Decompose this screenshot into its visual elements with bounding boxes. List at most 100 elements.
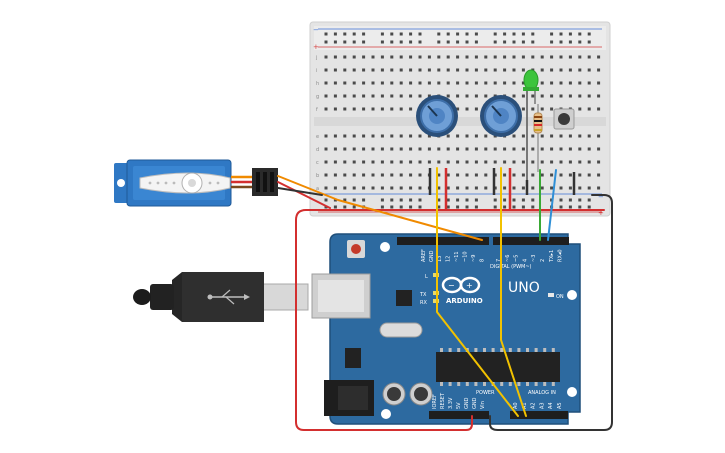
- digital-pin-label: 12: [446, 256, 452, 262]
- breadboard-hole: [456, 186, 460, 190]
- breadboard-hole: [568, 55, 572, 59]
- rail-hole: [587, 40, 591, 44]
- breadboard-hole: [521, 134, 525, 138]
- power-header-label: POWER: [476, 390, 495, 396]
- breadboard-hole: [465, 173, 469, 177]
- breadboard-hole: [390, 107, 394, 111]
- digital-pin-label: ~5: [514, 255, 520, 262]
- breadboard-hole: [484, 68, 488, 72]
- top-rail-minus-label: −: [313, 26, 319, 34]
- breadboard-hole: [371, 55, 375, 59]
- breadboard-hole: [456, 147, 460, 151]
- breadboard-hole: [343, 55, 347, 59]
- breadboard-hole: [493, 147, 497, 151]
- breadboard-hole: [503, 160, 507, 164]
- rail-hole: [465, 205, 469, 209]
- chip-leg: [534, 382, 538, 386]
- chip-leg: [474, 348, 478, 352]
- breadboard-hole: [418, 81, 422, 85]
- aref-label: AREF: [421, 249, 427, 262]
- breadboard-hole: [362, 68, 366, 72]
- breadboard-hole: [521, 68, 525, 72]
- breadboard-hole: [587, 107, 591, 111]
- rail-hole: [324, 32, 328, 36]
- rail-hole: [333, 32, 337, 36]
- potentiometer-1: [416, 95, 458, 137]
- breadboard-hole: [587, 160, 591, 164]
- digital-pin-label: 8: [480, 259, 486, 262]
- breadboard-hole: [343, 94, 347, 98]
- chip-leg: [551, 348, 555, 352]
- breadboard-hole: [503, 68, 507, 72]
- breadboard-hole: [484, 173, 488, 177]
- breadboard-hole: [333, 55, 337, 59]
- arduino-model-label: UNO: [508, 280, 540, 296]
- arduino-brand-label: ARDUINO: [446, 297, 483, 305]
- breadboard-hole: [540, 134, 544, 138]
- chip-leg: [457, 382, 461, 386]
- breadboard-hole: [540, 147, 544, 151]
- breadboard-hole: [465, 55, 469, 59]
- breadboard-hole: [390, 94, 394, 98]
- rail-hole: [503, 205, 507, 209]
- breadboard-hole: [540, 94, 544, 98]
- rail-hole: [409, 40, 413, 44]
- rail-hole: [399, 205, 403, 209]
- breadboard-hole: [512, 147, 516, 151]
- analog-pin-label: A4: [548, 402, 554, 409]
- breadboard-hole: [597, 107, 601, 111]
- rail-hole: [578, 40, 582, 44]
- rail-hole: [380, 198, 384, 202]
- breadboard-hole: [474, 160, 478, 164]
- rail-hole: [559, 205, 563, 209]
- breadboard-hole: [503, 173, 507, 177]
- top-rail-holes: [324, 32, 591, 44]
- breadboard-hole: [521, 107, 525, 111]
- on-label: ON: [556, 294, 564, 300]
- breadboard-hole: [568, 147, 572, 151]
- chip-leg: [500, 348, 504, 352]
- breadboard-hole: [399, 94, 403, 98]
- breadboard-hole: [597, 173, 601, 177]
- rail-hole: [418, 32, 422, 36]
- breadboard-hole: [465, 107, 469, 111]
- analog-pin-label: A1: [522, 402, 528, 409]
- breadboard-hole: [352, 107, 356, 111]
- rail-hole: [418, 205, 422, 209]
- breadboard-hole: [465, 186, 469, 190]
- rail-hole: [503, 198, 507, 202]
- breadboard-hole: [512, 94, 516, 98]
- bottom-rail-plus-label: +: [598, 209, 604, 217]
- breadboard-hole: [380, 55, 384, 59]
- breadboard-hole: [550, 147, 554, 151]
- breadboard-hole: [540, 186, 544, 190]
- breadboard-hole: [456, 107, 460, 111]
- breadboard-hole: [503, 55, 507, 59]
- breadboard-hole: [399, 160, 403, 164]
- rail-hole: [418, 198, 422, 202]
- svg-text:g: g: [316, 94, 319, 100]
- power-pin-label: 5V: [456, 402, 462, 409]
- breadboard-hole: [550, 107, 554, 111]
- breadboard-hole: [390, 147, 394, 151]
- breadboard-hole: [343, 134, 347, 138]
- breadboard-hole: [418, 55, 422, 59]
- breadboard-hole: [521, 55, 525, 59]
- breadboard-hole: [427, 134, 431, 138]
- rail-hole: [559, 32, 563, 36]
- rail-hole: [512, 40, 516, 44]
- breadboard-jumpers: [428, 168, 576, 210]
- breadboard-hole: [352, 173, 356, 177]
- pushbutton: [553, 108, 575, 130]
- breadboard-hole: [418, 186, 422, 190]
- digital-pin-label: 4: [522, 259, 528, 262]
- digital-pin-label: ~10: [463, 251, 469, 262]
- svg-text:b: b: [316, 173, 319, 179]
- breadboard-hole: [484, 186, 488, 190]
- rail-hole: [324, 40, 328, 44]
- rail-hole: [531, 198, 535, 202]
- breadboard-hole: [352, 160, 356, 164]
- rail-hole: [493, 198, 497, 202]
- rail-hole: [465, 32, 469, 36]
- svg-text:j: j: [315, 55, 317, 61]
